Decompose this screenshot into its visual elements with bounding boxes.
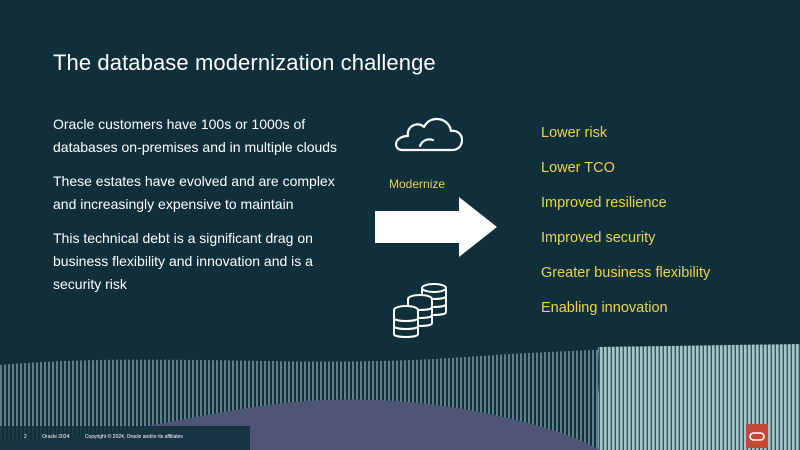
- database-stack-icon: [393, 283, 447, 338]
- oracle-logo-icon: [746, 424, 768, 448]
- right-arrow-icon: [375, 197, 497, 257]
- benefit-item: Improved resilience: [541, 195, 667, 211]
- page-number: 2: [24, 434, 27, 440]
- paragraph-1: Oracle customers have 100s or 1000s of d…: [53, 116, 338, 155]
- footer: 2 Oracle 2024 Copyright © 2024, Oracle a…: [24, 434, 197, 440]
- benefit-item: Enabling innovation: [541, 300, 668, 316]
- modernize-label: Modernize: [389, 177, 446, 191]
- footer-copyright: Copyright © 2024, Oracle and/or its affi…: [84, 434, 183, 440]
- footer-brand-year: Oracle 2024: [42, 434, 70, 440]
- benefit-item: Improved security: [541, 230, 656, 246]
- paragraph-3: This technical debt is a significant dra…: [53, 230, 313, 292]
- benefit-item: Lower risk: [541, 125, 608, 141]
- paragraph-2: These estates have evolved and are compl…: [53, 173, 335, 212]
- benefit-item: Lower TCO: [541, 160, 615, 176]
- benefit-item: Greater business flexibility: [541, 265, 711, 281]
- slide-title: The database modernization challenge: [53, 50, 436, 75]
- benefits-list: Lower risk Lower TCO Improved resilience…: [541, 121, 710, 331]
- cloud-icon: [394, 117, 464, 152]
- body-text: Oracle customers have 100s or 1000s of d…: [53, 113, 343, 307]
